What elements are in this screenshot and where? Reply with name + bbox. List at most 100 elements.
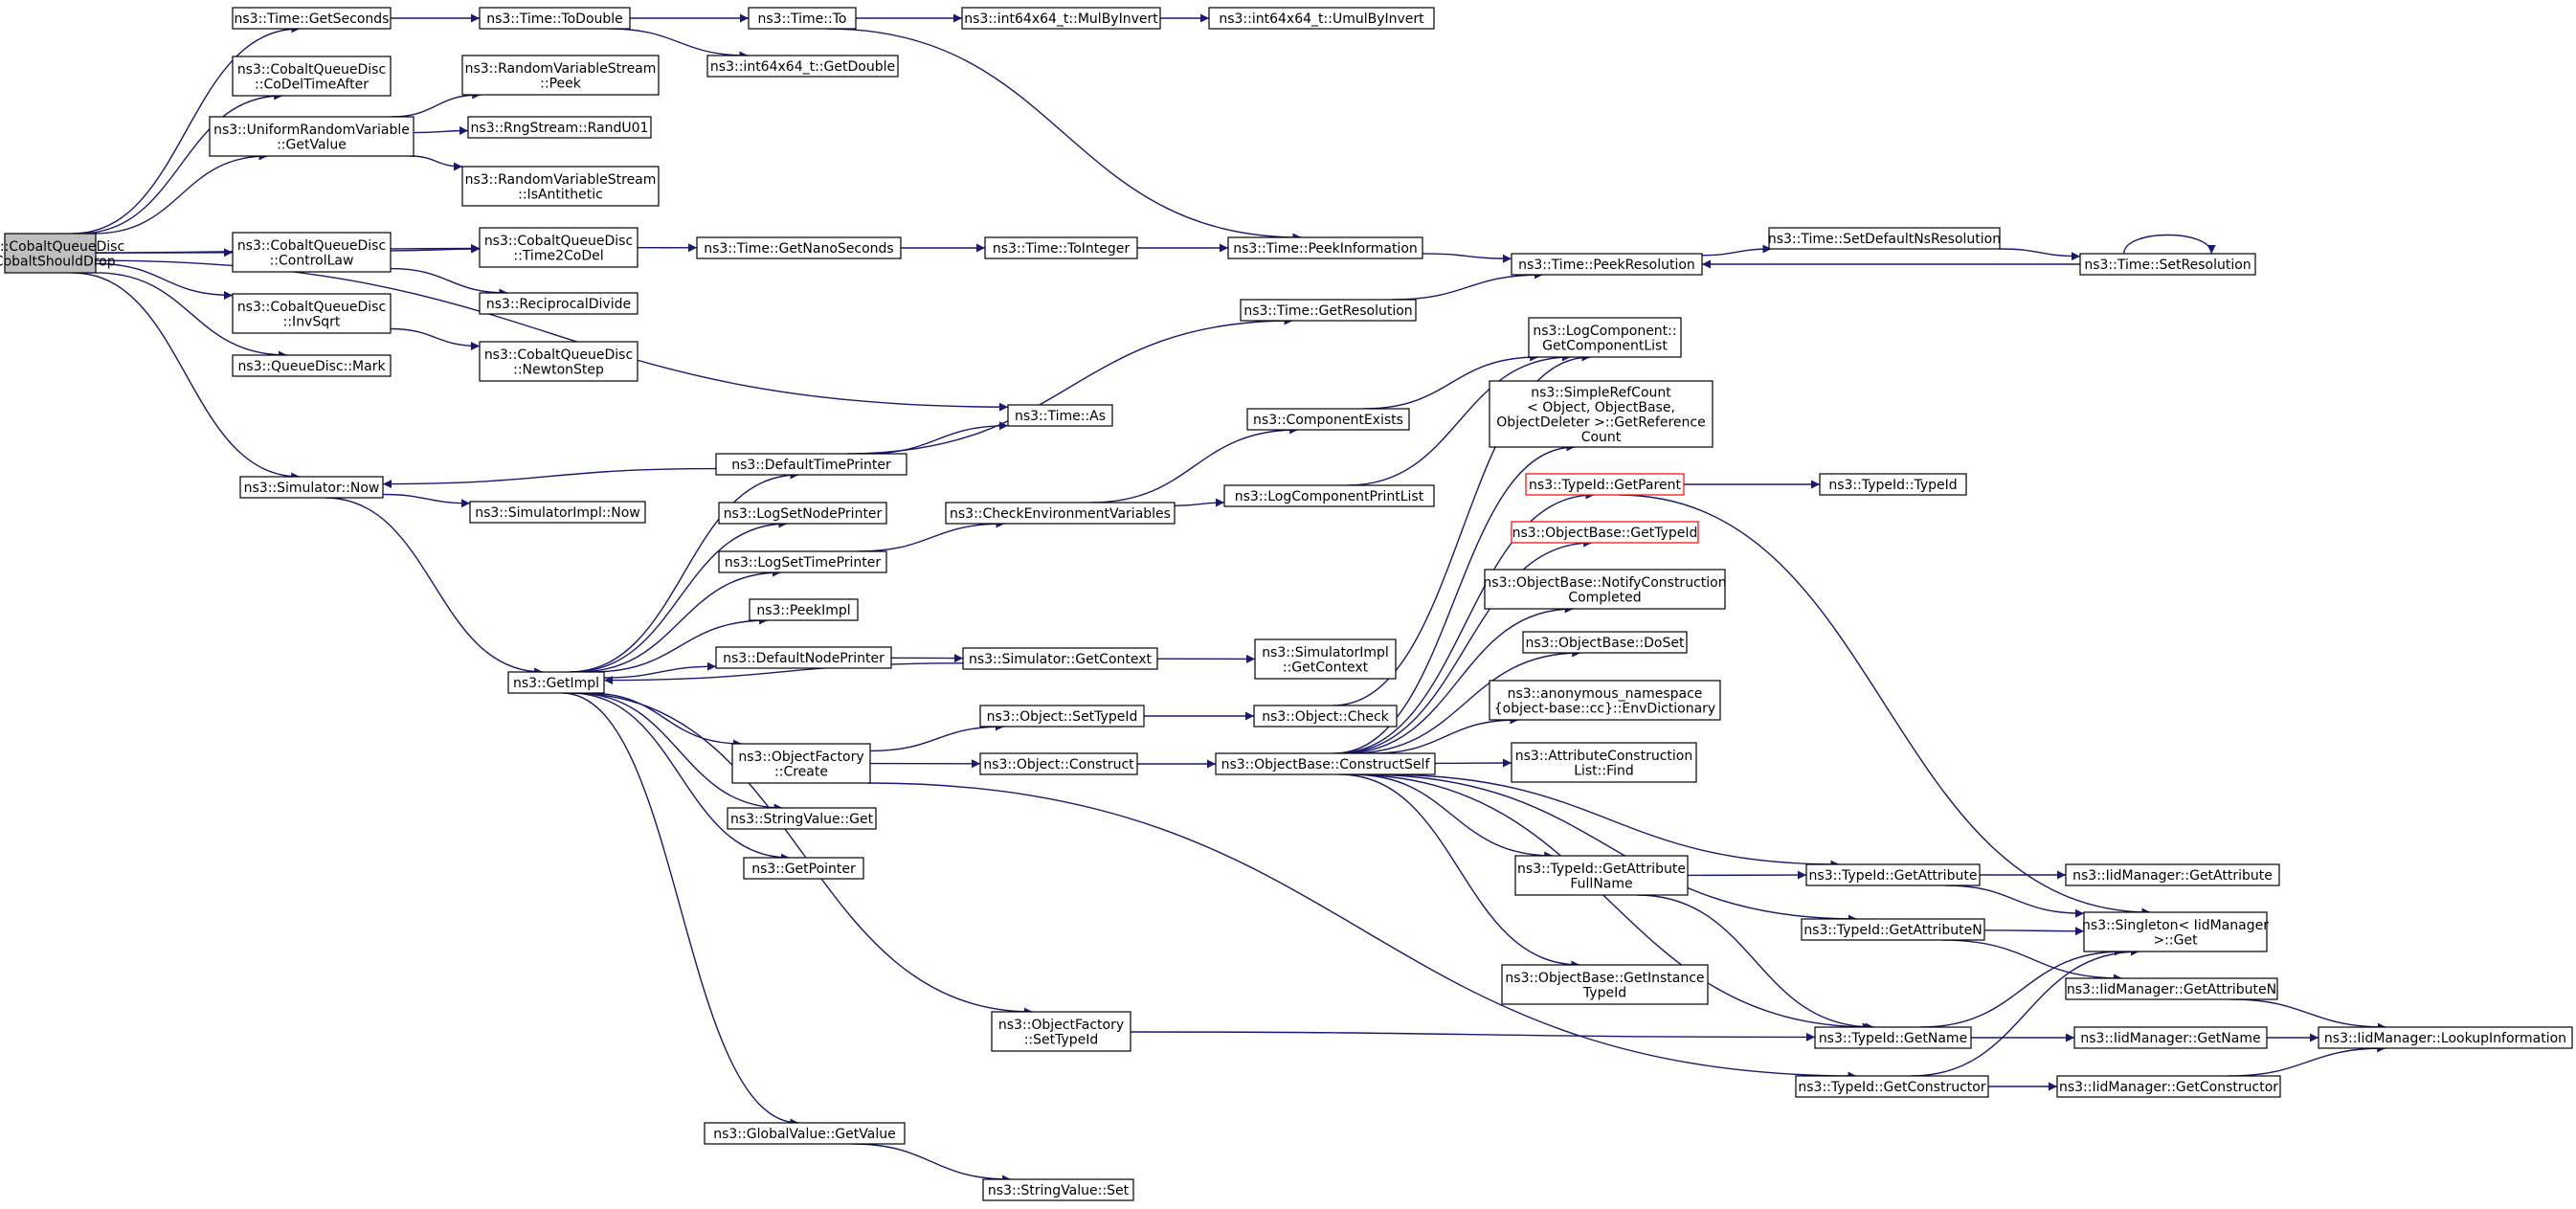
node-logSetNodePrinter[interactable]: ns3::LogSetNodePrinter	[718, 502, 887, 525]
node-umulByInvert[interactable]: ns3::int64x64_t::UmulByInvert	[1208, 7, 1435, 30]
node-simNow[interactable]: ns3::Simulator::Now	[239, 476, 384, 499]
node-controlLaw[interactable]: ns3::CobaltQueueDisc::ControlLaw	[232, 232, 392, 273]
node-defaultNodePrinter[interactable]: ns3::DefaultNodePrinter	[715, 646, 892, 669]
node-peekImpl[interactable]: ns3::PeekImpl	[749, 598, 859, 621]
node-box[interactable]	[1223, 484, 1435, 507]
node-timeAs[interactable]: ns3::Time::As	[1007, 404, 1113, 427]
node-box[interactable]	[1511, 742, 1697, 783]
node-box[interactable]	[1525, 473, 1685, 496]
node-box[interactable]	[991, 1011, 1131, 1052]
node-box[interactable]	[1805, 863, 1981, 886]
node-getComponentList[interactable]: ns3::LogComponent::GetComponentList	[1528, 317, 1682, 358]
node-box[interactable]	[1240, 299, 1417, 322]
node-lookupInformation[interactable]: ns3::IidManager::LookupInformation	[2318, 1026, 2573, 1049]
node-box[interactable]	[1007, 404, 1113, 427]
node-getPointer[interactable]: ns3::GetPointer	[743, 857, 864, 880]
node-box[interactable]	[1522, 631, 1688, 654]
node-box[interactable]	[718, 502, 887, 525]
node-notifyConstruction[interactable]: ns3::ObjectBase::NotifyConstructionCompl…	[1483, 569, 1727, 610]
node-objSetTypeId[interactable]: ns3::Object::SetTypeId	[979, 705, 1145, 728]
node-invSqrt[interactable]: ns3::CobaltQueueDisc::InvSqrt	[232, 293, 392, 334]
node-getDouble[interactable]: ns3::int64x64_t::GetDouble	[706, 55, 899, 78]
node-box[interactable]	[962, 647, 1158, 670]
node-getSeconds[interactable]: ns3::Time::GetSeconds	[232, 7, 392, 30]
node-box[interactable]	[718, 550, 887, 573]
node-box[interactable]	[232, 354, 392, 377]
node-box[interactable]	[1801, 918, 1985, 941]
node-time2CoDel[interactable]: ns3::CobaltQueueDisc::Time2CoDel	[479, 227, 638, 268]
node-box[interactable]	[1501, 964, 1709, 1005]
node-reciprocalDivide[interactable]: ns3::ReciprocalDivide	[479, 292, 638, 315]
node-box[interactable]	[479, 227, 638, 268]
node-box[interactable]	[743, 857, 864, 880]
node-objCheck[interactable]: ns3::Object::Check	[1253, 705, 1398, 728]
node-peekInformation[interactable]: ns3::Time::PeekInformation	[1227, 236, 1423, 259]
node-box[interactable]	[749, 598, 859, 621]
node-box[interactable]	[1489, 380, 1714, 448]
node-typeIdGetConstructor[interactable]: ns3::TypeId::GetConstructor	[1795, 1075, 1989, 1098]
node-box[interactable]	[461, 55, 660, 96]
node-mulByInvert[interactable]: ns3::int64x64_t::MulByInvert	[961, 7, 1161, 30]
node-setResolution[interactable]: ns3::Time::SetResolution	[2079, 253, 2256, 276]
node-typeIdGetName[interactable]: ns3::TypeId::GetName	[1814, 1026, 1972, 1049]
node-box[interactable]	[704, 1122, 906, 1145]
node-box[interactable]	[469, 501, 646, 524]
node-stringValueSet[interactable]: ns3::StringValue::Set	[982, 1178, 1134, 1201]
node-box[interactable]	[461, 166, 660, 207]
node-obGetTypeId[interactable]: ns3::ObjectBase::GetTypeId	[1511, 521, 1699, 544]
node-box[interactable]	[479, 341, 638, 382]
node-setDefaultNsResolution[interactable]: ns3::Time::SetDefaultNsResolution	[1768, 227, 2001, 250]
node-checkEnvVars[interactable]: ns3::CheckEnvironmentVariables	[945, 502, 1176, 525]
node-box[interactable]	[467, 116, 652, 139]
node-typeIdGetAttribute[interactable]: ns3::TypeId::GetAttribute	[1805, 863, 1981, 886]
node-typeIdGetAttributeN[interactable]: ns3::TypeId::GetAttributeN	[1801, 918, 1985, 941]
node-box[interactable]	[2079, 253, 2256, 276]
node-box[interactable]	[1814, 1026, 1972, 1049]
node-box[interactable]	[232, 7, 392, 30]
node-box[interactable]	[979, 705, 1145, 728]
node-box[interactable]	[1215, 752, 1436, 775]
node-box[interactable]	[945, 502, 1176, 525]
node-box[interactable]	[1511, 253, 1703, 276]
node-box[interactable]	[232, 56, 392, 97]
node-newtonStep[interactable]: ns3::CobaltQueueDisc::NewtonStep	[479, 341, 638, 382]
node-box[interactable]	[1253, 705, 1398, 728]
node-iidGetAttributeN[interactable]: ns3::IidManager::GetAttributeN	[2065, 977, 2278, 1000]
node-constructSelf[interactable]: ns3::ObjectBase::ConstructSelf	[1215, 752, 1436, 775]
node-box[interactable]	[1819, 473, 1967, 496]
node-box[interactable]	[239, 476, 384, 499]
node-box[interactable]	[1246, 408, 1410, 431]
node-box[interactable]	[731, 743, 871, 784]
node-box[interactable]	[232, 232, 392, 273]
node-typeIdGetParent[interactable]: ns3::TypeId::GetParent	[1525, 473, 1685, 496]
node-getNanoSeconds[interactable]: ns3::Time::GetNanoSeconds	[696, 236, 902, 259]
node-simImplNow[interactable]: ns3::SimulatorImpl::Now	[469, 501, 646, 524]
node-box[interactable]	[1208, 7, 1435, 30]
node-getImpl[interactable]: ns3::GetImpl	[507, 671, 605, 694]
node-defaultTimePrinter[interactable]: ns3::DefaultTimePrinter	[715, 453, 907, 476]
node-urvGetValue[interactable]: ns3::UniformRandomVariable::GetValue	[209, 116, 414, 157]
node-box[interactable]	[1489, 680, 1721, 721]
node-iidGetName[interactable]: ns3::IidManager::GetName	[2073, 1026, 2268, 1049]
node-box[interactable]	[2056, 1075, 2281, 1098]
node-root[interactable]: ns3::CobaltQueueDisc::CobaltShouldDrop	[0, 233, 124, 274]
node-iidGetConstructor[interactable]: ns3::IidManager::GetConstructor	[2056, 1075, 2281, 1098]
node-toDouble[interactable]: ns3::Time::ToDouble	[479, 7, 631, 30]
node-isAntithetic[interactable]: ns3::RandomVariableStream::IsAntithetic	[461, 166, 660, 207]
node-box[interactable]	[2318, 1026, 2573, 1049]
node-rvsPeek[interactable]: ns3::RandomVariableStream::Peek	[461, 55, 660, 96]
node-box[interactable]	[715, 453, 907, 476]
node-objConstruct[interactable]: ns3::Object::Construct	[979, 752, 1138, 775]
node-box[interactable]	[479, 292, 638, 315]
node-box[interactable]	[507, 671, 605, 694]
node-box[interactable]	[715, 646, 892, 669]
node-box[interactable]	[1511, 521, 1699, 544]
node-logSetTimePrinter[interactable]: ns3::LogSetTimePrinter	[718, 550, 887, 573]
node-box[interactable]	[2065, 977, 2278, 1000]
node-componentExists[interactable]: ns3::ComponentExists	[1246, 408, 1410, 431]
node-toInteger[interactable]: ns3::Time::ToInteger	[984, 236, 1138, 259]
node-box[interactable]	[961, 7, 1161, 30]
node-box[interactable]	[479, 7, 631, 30]
node-ofSetTypeId[interactable]: ns3::ObjectFactory::SetTypeId	[991, 1011, 1131, 1052]
